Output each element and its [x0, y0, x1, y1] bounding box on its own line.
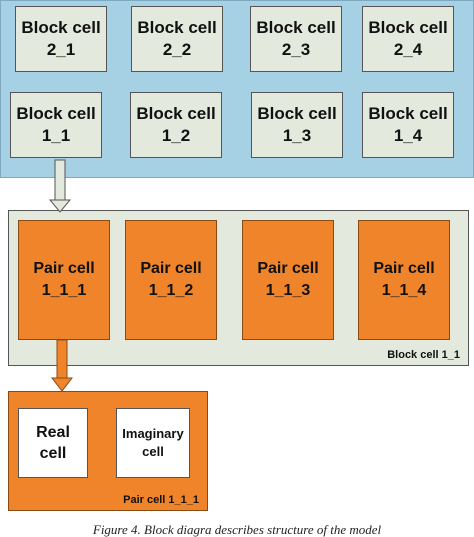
block-cell-title: Block cell [257, 104, 337, 123]
block-cell-2-4: Block cell 2_4 [362, 6, 454, 72]
real-cell-title: Real [36, 424, 70, 441]
real-cell: Real cell [18, 408, 88, 478]
pair-panel-label: Pair cell 1_1_1 [123, 494, 199, 506]
figure-caption: Figure 4. Block diagra describes structu… [92, 522, 382, 537]
block-cell-index: 2_3 [281, 40, 311, 59]
pair-cell-index: 1_1_3 [265, 282, 311, 299]
pair-cell-title: Pair cell [33, 260, 95, 277]
pair-cell-1-1-1: Pair cell 1_1_1 [18, 220, 110, 340]
block-panel-label: Block cell 1_1 [387, 349, 460, 361]
block-cell-index: 2_1 [46, 40, 76, 59]
block-cell-index: 1_2 [161, 126, 191, 145]
pair-cell-1-1-3: Pair cell 1_1_3 [242, 220, 334, 340]
pair-cell-index: 1_1_1 [41, 282, 87, 299]
pair-cell-title: Pair cell [257, 260, 319, 277]
pair-cell-title: Pair cell [373, 260, 435, 277]
pair-cells-panel: Pair cell 1_1_1 Pair cell 1_1_2 Pair cel… [8, 210, 469, 366]
block-cell-title: Block cell [16, 104, 96, 123]
block-cell-2-2: Block cell 2_2 [131, 6, 223, 72]
block-cell-1-1: Block cell 1_1 [10, 92, 102, 158]
pair-cell-1-1-2: Pair cell 1_1_2 [125, 220, 217, 340]
block-cell-2-3: Block cell 2_3 [250, 6, 342, 72]
real-cell-suffix: cell [39, 445, 67, 462]
block-cell-index: 1_1 [41, 126, 71, 145]
pair-cell-index: 1_1_4 [381, 282, 427, 299]
imaginary-cell-suffix: cell [142, 444, 164, 459]
block-cell-title: Block cell [136, 104, 216, 123]
block-cells-panel: Block cell 2_1 Block cell 2_2 Block cell… [0, 0, 474, 178]
imaginary-cell-title: Imaginary [122, 426, 184, 441]
pair-cell-1-1-4: Pair cell 1_1_4 [358, 220, 450, 340]
pair-cell-title: Pair cell [140, 260, 202, 277]
block-cell-title: Block cell [21, 18, 101, 37]
block-cell-index: 1_3 [282, 126, 312, 145]
block-cell-index: 1_4 [393, 126, 423, 145]
pair-cell-detail-panel: Real cell Imaginary cell Pair cell 1_1_1 [8, 391, 208, 511]
block-cell-index: 2_2 [162, 40, 192, 59]
arrow-head [50, 377, 74, 392]
block-cell-1-2: Block cell 1_2 [130, 92, 222, 158]
pair-cell-index: 1_1_2 [148, 282, 194, 299]
block-cell-1-4: Block cell 1_4 [362, 92, 454, 158]
imaginary-cell: Imaginary cell [116, 408, 190, 478]
block-cell-title: Block cell [368, 18, 448, 37]
block-cell-1-3: Block cell 1_3 [251, 92, 343, 158]
block-cell-index: 2_4 [393, 40, 423, 59]
block-cell-title: Block cell [137, 18, 217, 37]
block-cell-title: Block cell [256, 18, 336, 37]
block-cell-2-1: Block cell 2_1 [15, 6, 107, 72]
block-cell-title: Block cell [368, 104, 448, 123]
